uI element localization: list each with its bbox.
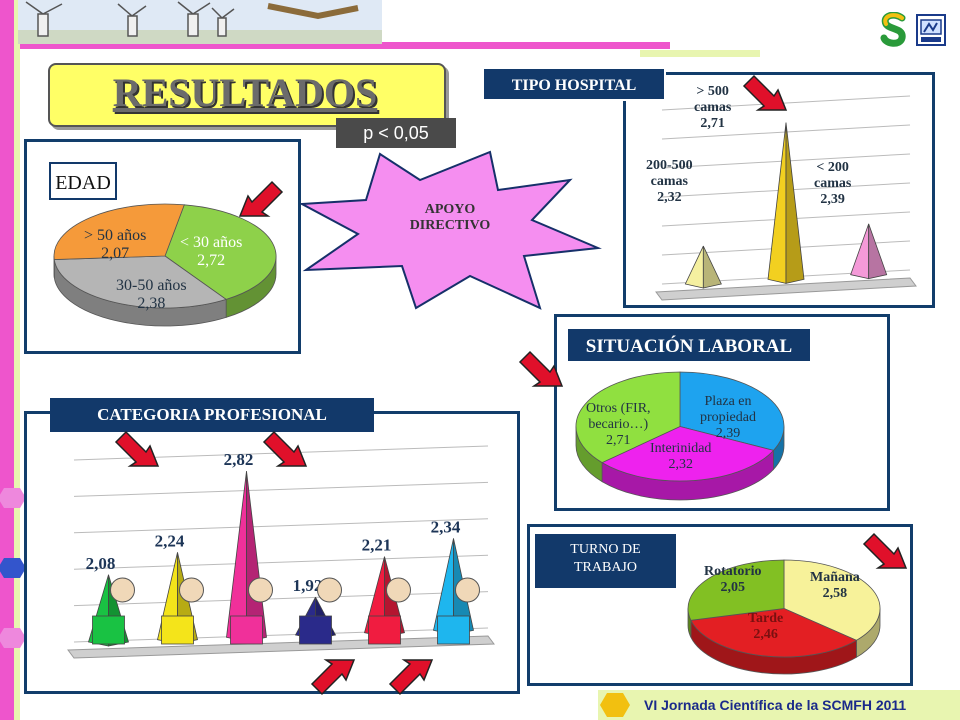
hospital-bar-1 [767,122,787,284]
arrow-icon [262,430,308,467]
categoria-base-block-4 [368,615,401,645]
laboral-slice-1 [601,426,775,482]
categoria-gridline [73,627,489,643]
categoria-gridline [73,518,489,534]
left-lime-strip [14,0,20,720]
arrow-icon [388,659,434,696]
arrow-icon [518,350,564,387]
top-lime-bar [640,50,760,57]
categoria-person-icon-2 [248,577,273,603]
page-title: RESULTADOS [112,70,378,115]
laboral-slice-0 [679,371,785,451]
title-box [48,63,446,127]
hospital-floor [655,277,917,301]
laboral-label-otros: Otros (FIR, becario…)2,71 [586,401,651,449]
categoria-person-icon-0 [110,577,135,603]
left-pink-strip [0,0,14,720]
edad-slice-1 [53,255,228,309]
edad-pie-chart [53,203,277,327]
hexagon-icon [600,693,630,717]
arrow-icon [742,74,788,111]
categoria-value-label-0: 2,08 [86,554,116,573]
turno-slice-2 [687,559,785,621]
arrow-icon [862,532,908,569]
apoyo-directivo-label: APOYO DIRECTIVO [409,202,491,234]
categoria-value-label-3: 1,92 [293,576,323,595]
categoria-base-block-0 [92,615,125,645]
hospital-bar-2 [850,223,870,280]
hexagon-markers [0,488,26,648]
categoria-value-label-2: 2,82 [224,450,254,469]
pvalue-box: p < 0,05 [336,118,456,148]
footer-text: VI Jornada Científica de la SCMFH 2011 [644,697,907,713]
categoria-profesional-title: CATEGORIA PROFESIONAL [50,398,374,432]
categoria-base-block-2 [230,615,263,645]
arrow-icon [238,180,284,217]
categoria-person-icon-3 [317,577,342,603]
situacion-laboral-title: SITUACIÓN LABORAL [566,327,812,363]
hospital-gridline [661,95,911,111]
situacion-laboral-pie-chart [575,371,785,501]
hospital-bar-side-0 [702,245,722,289]
hospital-logo-icon [916,14,946,46]
categoria-value-label-5: 2,34 [431,517,461,536]
categoria-gridline [73,554,489,570]
windmill-banner [18,0,382,44]
edad-slice-2 [53,203,185,260]
arrow-icon [310,659,356,696]
categoria-base-block-5 [437,615,470,645]
categoria-person-icon-5 [455,577,480,603]
scmfh-logo-icon [880,12,906,47]
tipo-hospital-title: TIPO HOSPITAL [482,67,666,101]
turno-trabajo-title: TURNO DE TRABAJO [535,534,676,588]
categoria-gridline [73,591,489,607]
hospital-bar-side-1 [785,122,805,284]
top-pink-bar [20,42,670,49]
categoria-profesional-bar-chart: 2,08 2,24 2,82 1,92 2,21 2,34 [67,445,495,659]
categoria-gridline [73,481,489,497]
categoria-base-block-1 [161,615,194,645]
categoria-value-label-4: 2,21 [362,536,392,555]
apoyo-directivo-star [300,150,602,310]
hospital-bar-side-2 [868,223,888,280]
turno-slice-1 [690,608,858,658]
categoria-value-label-1: 2,24 [155,531,185,550]
edad-slice-0 [164,204,277,300]
arrow-icon [114,430,160,467]
edad-title: EDAD [49,162,117,200]
laboral-slice-2 [575,371,681,464]
categoria-person-icon-4 [386,577,411,603]
categoria-base-block-3 [299,615,332,645]
footer-bar [598,690,960,720]
turno-slice-0 [783,559,881,641]
tipo-hospital-bar-chart [655,95,917,301]
categoria-person-icon-1 [179,577,204,603]
turno-trabajo-pie-chart [687,559,881,675]
hospital-bar-0 [684,245,704,289]
